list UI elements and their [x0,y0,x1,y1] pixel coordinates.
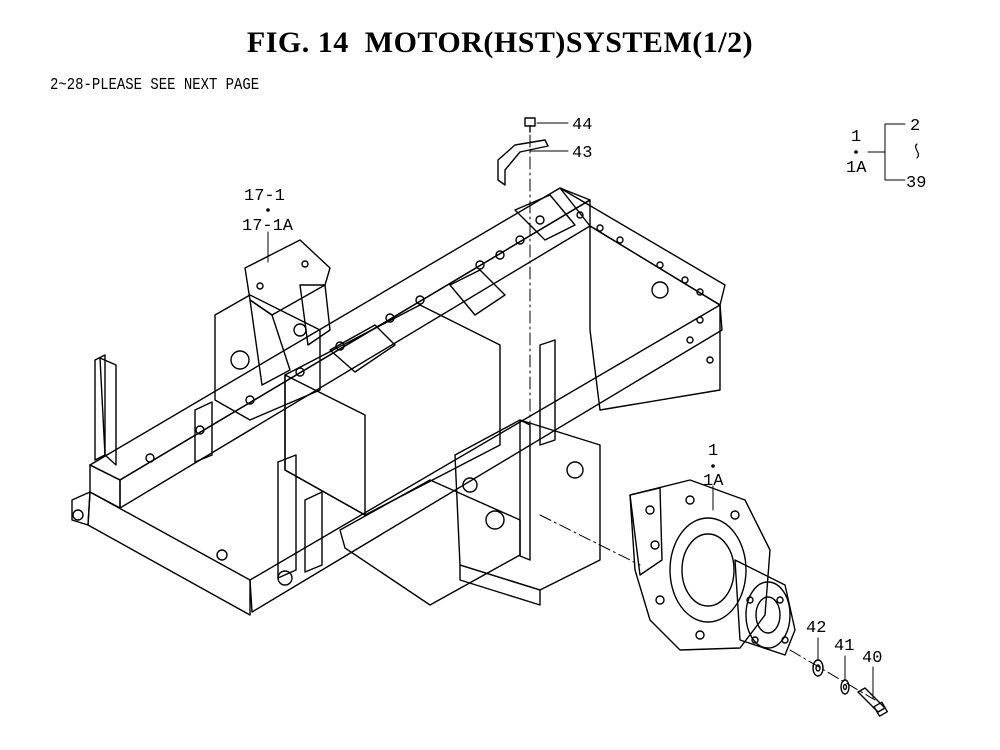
callout-17-1: 17-1 [244,187,285,206]
callout-42: 42 [806,619,826,638]
callout-1a-group: 1A [846,159,867,178]
callout-dots [266,150,858,468]
callout-1-group: 1 [851,128,861,147]
callout-1-motor: 1 [708,442,718,461]
hst-motor [629,479,796,656]
hardware-parts [497,117,889,717]
main-frame [71,187,726,616]
guide-lines [529,134,876,701]
callout-43: 43 [572,144,592,163]
callout-2: 2 [910,117,920,136]
figure-title: FIG. 14 MOTOR(HST)SYSTEM(1/2) [246,26,754,59]
callout-17-1a: 17-1A [242,217,294,236]
range-tilde-symbol [914,143,920,159]
leader-lines [267,122,906,699]
callout-39: 39 [906,174,926,193]
callout-44: 44 [572,116,592,135]
callout-40: 40 [862,649,882,668]
callout-41: 41 [834,637,854,656]
range-note: 2~28-PLEASE SEE NEXT PAGE [50,76,260,95]
callout-1a-motor: 1A [703,472,724,491]
